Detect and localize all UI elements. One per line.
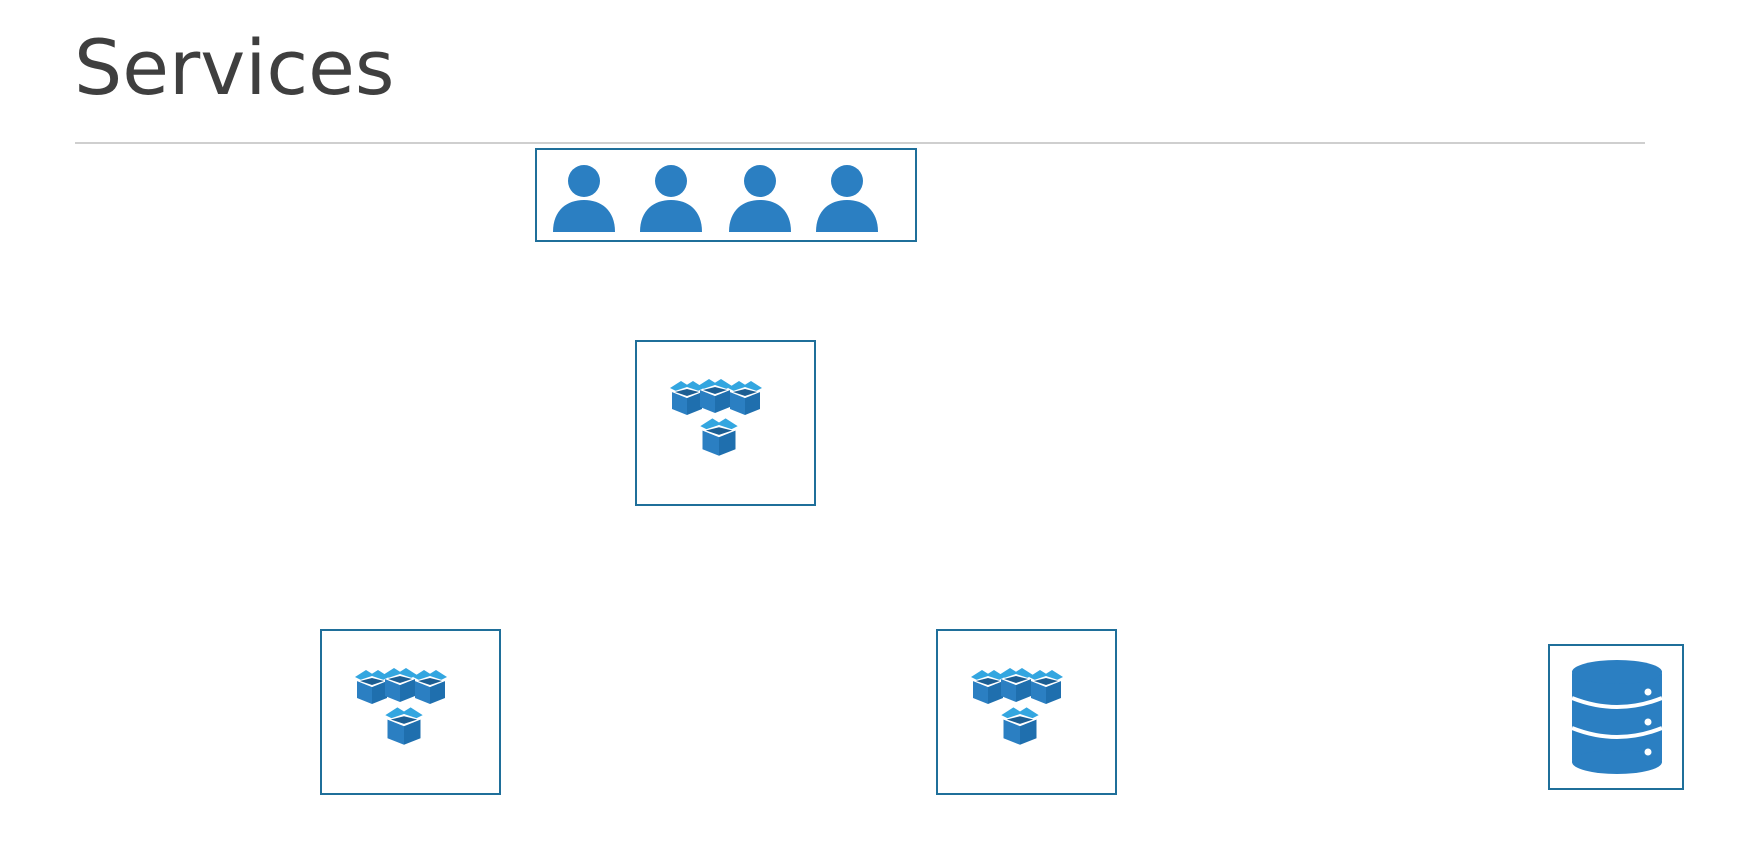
pods-icon (355, 668, 447, 745)
pods-icon (971, 668, 1063, 745)
user-icon (727, 164, 793, 232)
pods-box-center (635, 340, 816, 506)
pods-box-left (320, 629, 501, 795)
user-icon (551, 164, 617, 232)
database-icon (1572, 660, 1662, 774)
user-icon (638, 164, 704, 232)
pods-icon (670, 379, 762, 456)
user-icon (814, 164, 880, 232)
database-box (1548, 644, 1684, 790)
page-title: Services (74, 23, 395, 112)
pods-box-right (936, 629, 1117, 795)
users-box (535, 148, 917, 242)
title-divider (75, 142, 1645, 144)
